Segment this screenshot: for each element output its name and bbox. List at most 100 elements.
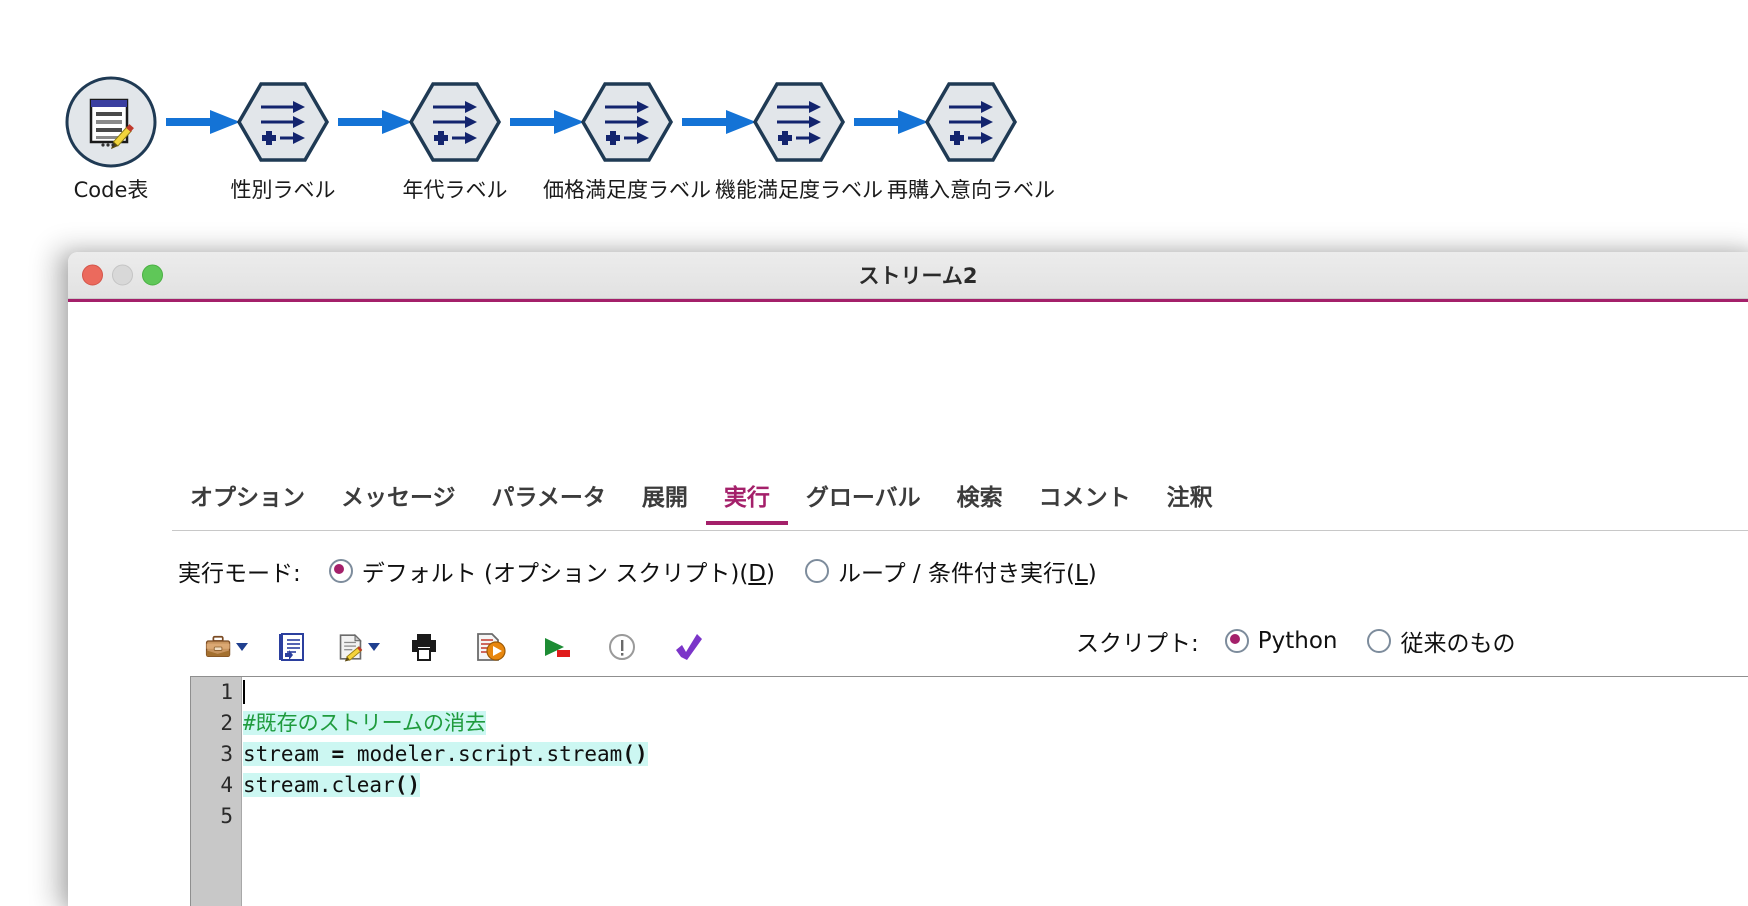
node-label: 年代ラベル: [402, 178, 508, 202]
tab-label: オプション: [190, 485, 305, 511]
derive-icon: [580, 82, 674, 162]
radio-label: 従来のもの: [1400, 631, 1516, 657]
play-flag-icon: [545, 638, 570, 657]
stream-canvas[interactable]: Code表 性別ラベル: [0, 0, 1748, 243]
stop-button[interactable]: [600, 627, 644, 667]
edit-script-button[interactable]: [336, 627, 380, 667]
tab-underline: [788, 521, 939, 525]
code-line[interactable]: stream = modeler.script.stream(): [243, 739, 1748, 770]
printer-icon: [412, 634, 436, 661]
node-label: Code表: [73, 178, 149, 202]
tab-messages[interactable]: メッセージ: [323, 478, 474, 525]
line-number: 4: [220, 773, 233, 797]
radio-indicator[interactable]: [328, 559, 353, 583]
derive-icon: [924, 82, 1018, 162]
node-feature-satisfaction-label[interactable]: 機能満足度ラベル: [715, 74, 883, 202]
check-syntax-button[interactable]: [666, 627, 710, 667]
exclamation-circle-icon: [609, 634, 635, 660]
tab-underline: [474, 521, 624, 525]
tab-label: 注釈: [1166, 485, 1213, 511]
radio-label: デフォルト (オプション スクリプト)(D): [361, 561, 775, 587]
tab-options[interactable]: オプション: [172, 478, 323, 525]
arrow-right-icon: [338, 110, 412, 134]
code-segment: #既存のストリームの消去: [243, 711, 487, 735]
save-script-button[interactable]: [270, 627, 314, 667]
script-type-row: スクリプト: Python 従来のもの: [1076, 624, 1545, 658]
radio-label: ループ / 条件付き実行(L): [838, 561, 1097, 587]
chevron-down-icon[interactable]: [368, 643, 380, 651]
radio-indicator[interactable]: [1367, 629, 1392, 653]
node-gender-label[interactable]: 性別ラベル: [231, 74, 336, 202]
node-label: 再購入意向ラベル: [887, 178, 1055, 202]
load-script-button[interactable]: [204, 627, 248, 667]
script-editor[interactable]: 1 2 3 4 5 #既存のストリームの消去 stream = modeler.…: [190, 676, 1748, 906]
run-script-button[interactable]: [468, 627, 512, 667]
code-segment: =: [331, 742, 345, 766]
code-segment: modeler.script.stream: [344, 742, 623, 766]
text-cursor: [243, 680, 245, 704]
tab-underline: [1149, 521, 1231, 525]
node-age-label[interactable]: 年代ラベル: [403, 74, 508, 202]
chevron-down-icon[interactable]: [236, 643, 248, 651]
code-segment: stream: [243, 742, 332, 766]
radio-indicator[interactable]: [805, 559, 829, 583]
arrow-right-icon: [682, 110, 756, 134]
node-repurchase-intent-label[interactable]: 再購入意向ラベル: [887, 74, 1055, 202]
window-body: オプション メッセージ パラメータ 展開 実行 グローバル 検索 コメント 注釈…: [68, 302, 1748, 906]
line-number: 2: [220, 711, 233, 735]
minimize-button[interactable]: [112, 264, 133, 286]
tab-annotation[interactable]: 注釈: [1149, 478, 1231, 525]
tab-comments[interactable]: コメント: [1021, 478, 1149, 525]
tab-underline: [939, 521, 1021, 525]
derive-icon: [752, 82, 846, 162]
script-toolbar: [204, 627, 732, 667]
derive-icon: [408, 82, 502, 162]
code-segment: (): [394, 773, 421, 797]
tab-underline: [624, 521, 706, 525]
node-price-satisfaction-label[interactable]: 価格満足度ラベル: [543, 74, 711, 202]
tab-underline: [323, 521, 474, 525]
radio-loop-conditional[interactable]: ループ / 条件付き実行(L): [805, 554, 1097, 588]
line-number: 5: [220, 804, 233, 828]
tab-execution[interactable]: 実行: [705, 478, 788, 525]
script-type-label: スクリプト:: [1076, 631, 1199, 657]
line-number: 3: [220, 742, 233, 766]
derive-icon: [236, 82, 330, 162]
window-titlebar[interactable]: ストリーム2: [68, 252, 1748, 299]
print-button[interactable]: [402, 627, 446, 667]
tab-deployment[interactable]: 展開: [624, 478, 706, 525]
tab-search[interactable]: 検索: [939, 478, 1021, 525]
radio-indicator[interactable]: [1224, 629, 1249, 653]
line-number: 1: [220, 680, 233, 704]
tab-parameters[interactable]: パラメータ: [474, 478, 624, 525]
execution-mode-label: 実行モード:: [178, 561, 301, 587]
run-stream-button[interactable]: [534, 627, 578, 667]
code-line[interactable]: stream.clear(): [243, 770, 1748, 801]
code-line[interactable]: [243, 801, 1748, 832]
tab-underline: [705, 521, 788, 525]
document-save-icon: [279, 633, 304, 661]
table-edit-icon: [65, 76, 157, 168]
node-label: 性別ラベル: [230, 178, 336, 202]
code-line[interactable]: [243, 677, 1748, 708]
document-edit-icon: [339, 633, 363, 662]
tab-underline: [1021, 521, 1149, 525]
maximize-button[interactable]: [142, 264, 163, 286]
arrow-right-icon: [510, 110, 584, 134]
code-line[interactable]: #既存のストリームの消去: [243, 708, 1748, 739]
radio-script-python[interactable]: Python: [1224, 628, 1337, 654]
briefcase-icon: [205, 635, 231, 658]
editor-gutter: 1 2 3 4 5: [191, 677, 242, 906]
radio-script-legacy[interactable]: 従来のもの: [1367, 624, 1515, 658]
tab-label: グローバル: [805, 485, 921, 511]
tab-bar: オプション メッセージ パラメータ 展開 実行 グローバル 検索 コメント 注釈: [172, 478, 1231, 525]
window-title: ストリーム2: [858, 264, 978, 288]
node-code-table[interactable]: Code表: [63, 74, 159, 202]
node-label: 機能満足度ラベル: [715, 178, 883, 202]
tab-label: 展開: [641, 485, 688, 511]
close-button[interactable]: [82, 264, 103, 286]
document-run-icon: [477, 633, 506, 661]
editor-text-area[interactable]: #既存のストリームの消去 stream = modeler.script.str…: [243, 677, 1748, 906]
radio-default-optional-script[interactable]: デフォルト (オプション スクリプト)(D): [328, 554, 775, 588]
tab-global[interactable]: グローバル: [788, 478, 939, 525]
